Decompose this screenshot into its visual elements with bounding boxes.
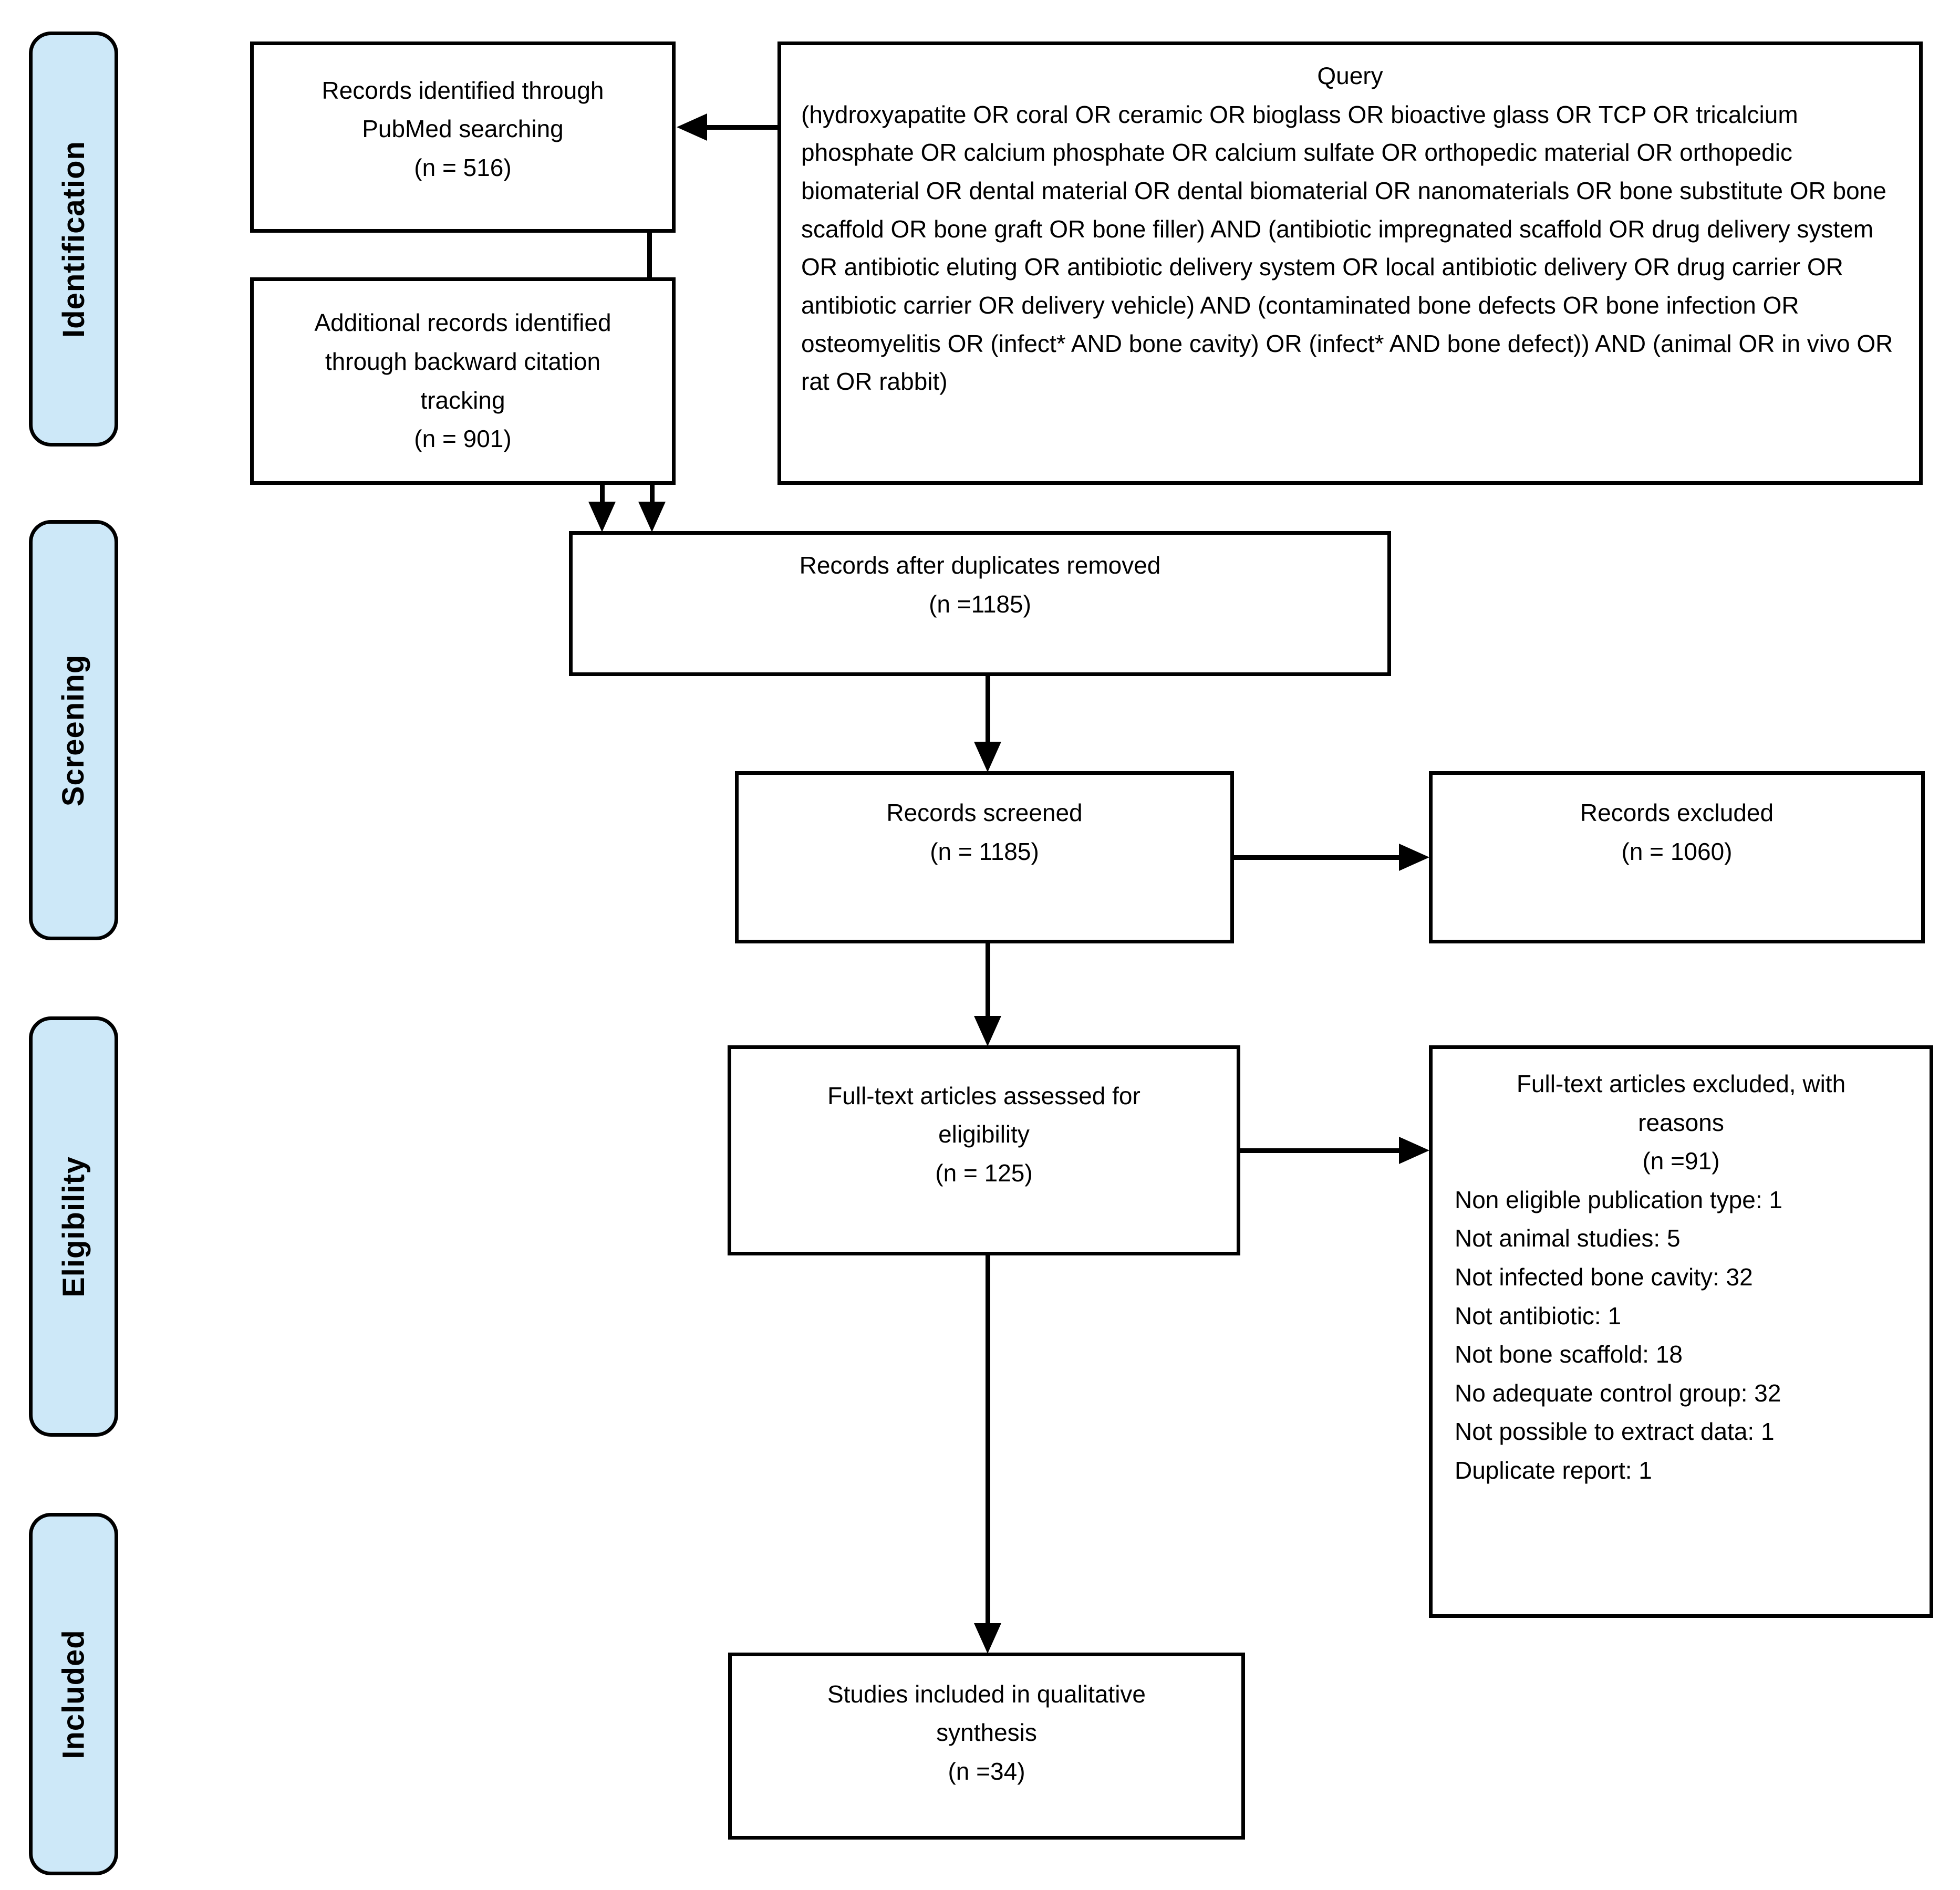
box-records-after-duplicates: Records after duplicates removed(n =1185… (569, 531, 1391, 676)
arrowhead-down-icon (974, 742, 1001, 772)
query-text: (hydroxyapatite OR coral OR ceramic OR b… (801, 100, 1893, 396)
stage-tab-eligibility: Eligibility (29, 1016, 118, 1437)
box-records-excluded-text: Records excluded(n = 1060) (1580, 798, 1774, 865)
box-records-screened: Records screened(n = 1185) (735, 771, 1234, 943)
stage-tab-screening: Screening (29, 520, 118, 940)
query-title: Query (1317, 62, 1383, 89)
arrowhead-down-icon (638, 502, 666, 532)
box-records-after-duplicates-text: Records after duplicates removed(n =1185… (799, 552, 1161, 618)
stage-tab-included: Included (29, 1513, 118, 1875)
stage-label-eligibility: Eligibility (56, 1156, 91, 1297)
arrowhead-down-icon (974, 1016, 1001, 1046)
stage-label-identification: Identification (56, 140, 91, 338)
connector-pubmed-to-citation (647, 232, 652, 278)
arrowhead-down-icon (974, 1623, 1001, 1654)
arrowhead-down-icon (588, 502, 616, 532)
stage-label-included: Included (56, 1629, 91, 1759)
stage-tab-identification: Identification (29, 32, 118, 446)
arrowhead-right-icon (1399, 1137, 1429, 1164)
arrowhead-left-icon (677, 113, 707, 141)
box-records-excluded: Records excluded(n = 1060) (1429, 771, 1925, 943)
box-records-screened-text: Records screened(n = 1185) (886, 798, 1083, 865)
arrowhead-right-icon (1399, 844, 1429, 871)
box-query: Query (hydroxyapatite OR coral OR cerami… (777, 41, 1923, 485)
stage-label-screening: Screening (56, 654, 91, 806)
